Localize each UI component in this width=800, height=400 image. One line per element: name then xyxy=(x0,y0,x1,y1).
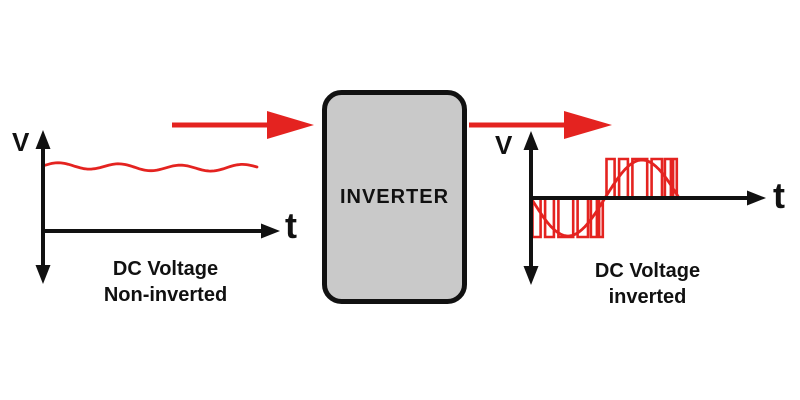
inverter-box xyxy=(322,90,467,304)
right-graph-caption: DC Voltage inverted xyxy=(550,258,745,310)
left-v-axis-up-arrowhead-icon xyxy=(35,130,51,149)
right-v-axis-down-arrowhead-icon xyxy=(523,266,539,285)
left-t-axis-arrowhead-icon xyxy=(261,223,280,239)
input-flow-arrow-icon xyxy=(172,111,314,139)
left-t-axis-label: t xyxy=(285,205,297,246)
right-t-axis-label: t xyxy=(773,175,785,216)
right-t-axis-arrowhead-icon xyxy=(747,190,766,206)
right-caption-line1: DC Voltage xyxy=(594,260,701,282)
left-caption-line1: DC Voltage xyxy=(112,258,219,280)
left-v-axis-label: V xyxy=(12,127,30,157)
output-flow-arrowhead xyxy=(564,111,612,139)
output-flow-arrow-icon xyxy=(469,111,612,139)
left-graph-axes xyxy=(35,130,280,284)
left-v-axis-down-arrowhead-icon xyxy=(35,265,51,284)
left-caption-line2: Non-inverted xyxy=(103,284,228,306)
input-flow-arrowhead xyxy=(267,111,314,139)
right-v-axis-up-arrowhead-icon xyxy=(523,131,539,150)
right-v-axis-label: V xyxy=(495,130,513,160)
dc-voltage-waveform xyxy=(41,161,259,173)
right-graph-axes xyxy=(523,131,766,285)
right-caption-line2: inverted xyxy=(608,286,687,308)
inverter-box-label: INVERTER xyxy=(339,186,450,208)
left-graph-caption: DC Voltage Non-inverted xyxy=(68,256,263,308)
